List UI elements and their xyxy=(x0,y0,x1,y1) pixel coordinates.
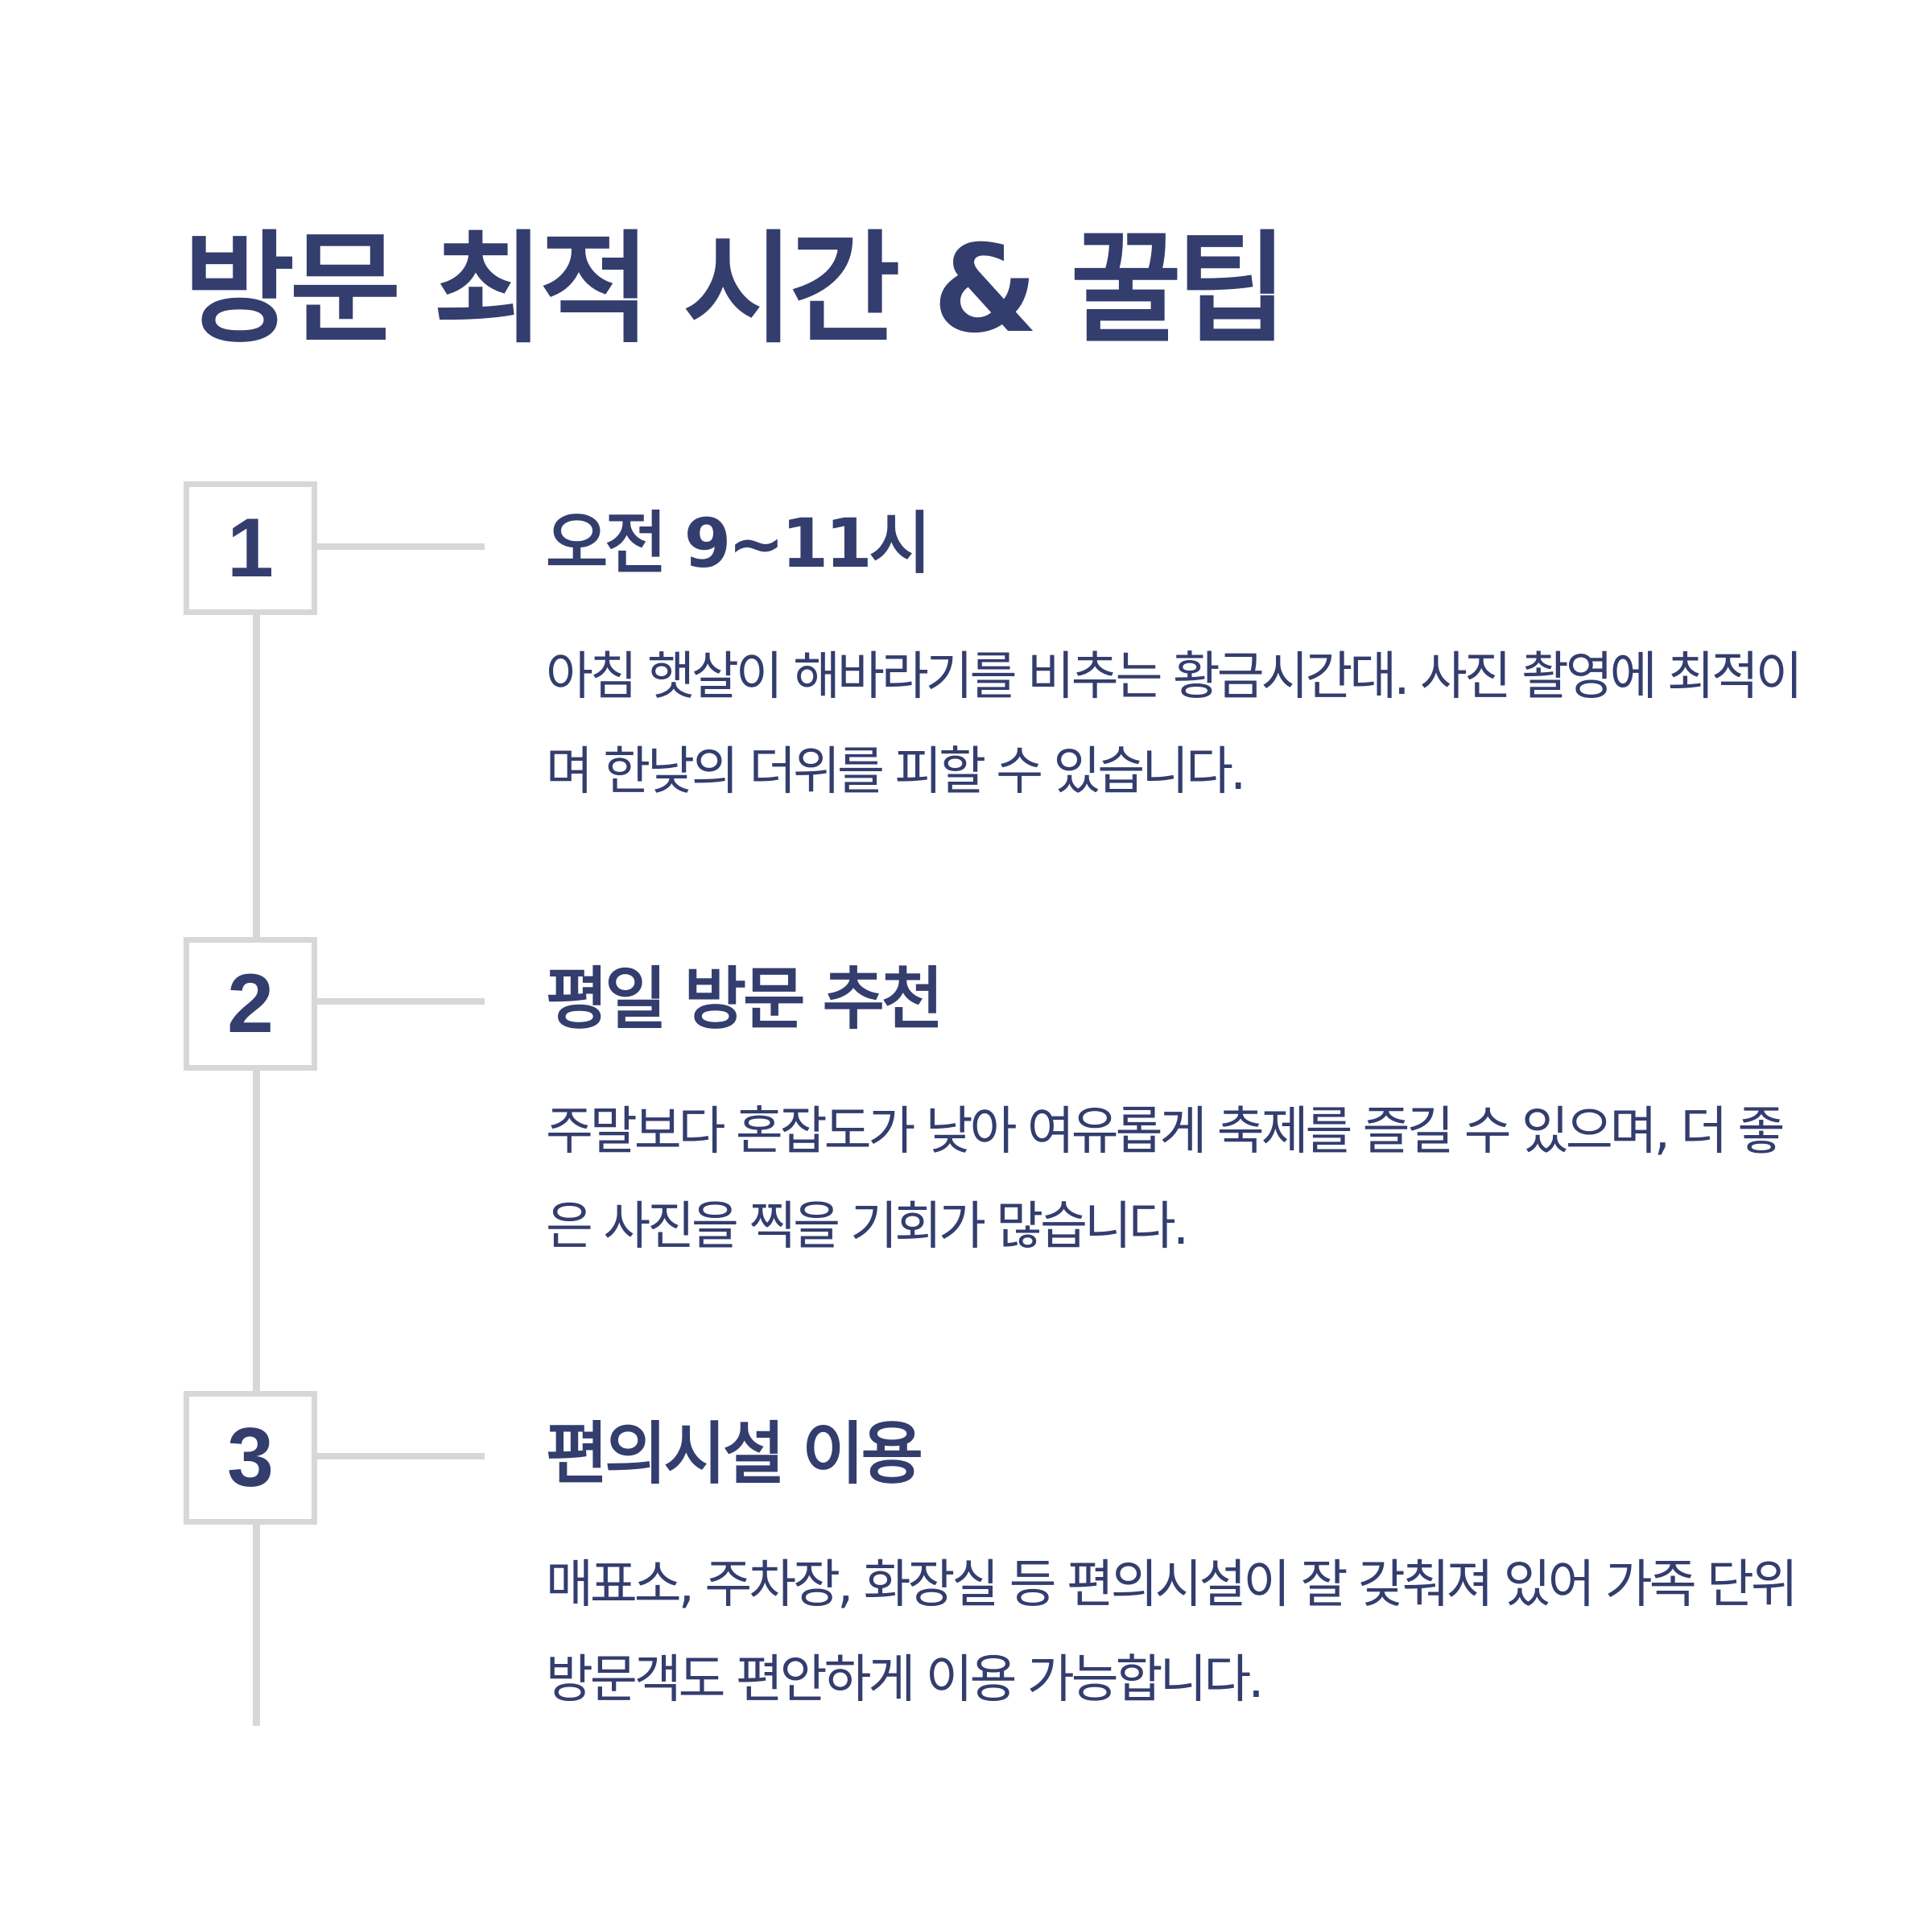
step-heading: 평일 방문 추천 xyxy=(546,960,943,1038)
timeline-line xyxy=(253,610,260,940)
page-title: 방문 최적 시간 & 꿀팁 xyxy=(184,220,1288,360)
step-connector xyxy=(317,1453,485,1459)
step-heading: 편의시설 이용 xyxy=(546,1414,923,1493)
timeline-line xyxy=(253,1517,260,1726)
timeline-line xyxy=(253,1063,260,1394)
step-number-box: 2 xyxy=(184,937,317,1071)
step-number-box: 1 xyxy=(184,481,317,615)
step-number-box: 3 xyxy=(184,1391,317,1525)
step-connector xyxy=(317,543,485,550)
step-connector xyxy=(317,998,485,1005)
step-description: 아침 햇살이 해바라기를 비추는 황금시간대. 사진 촬영에 최적이며 한낮의 … xyxy=(546,647,1803,802)
step-description: 주말보다 혼잡도가 낮아 여유롭게 축제를 즐길 수 있으며, 더 좋은 사진을… xyxy=(546,1102,1785,1257)
step-description: 매표소, 주차장, 화장실 등 편의시설이 잘 갖춰져 있어 가족 단위 방문객… xyxy=(546,1555,1798,1710)
step-heading: 오전 9~11시 xyxy=(546,504,931,583)
